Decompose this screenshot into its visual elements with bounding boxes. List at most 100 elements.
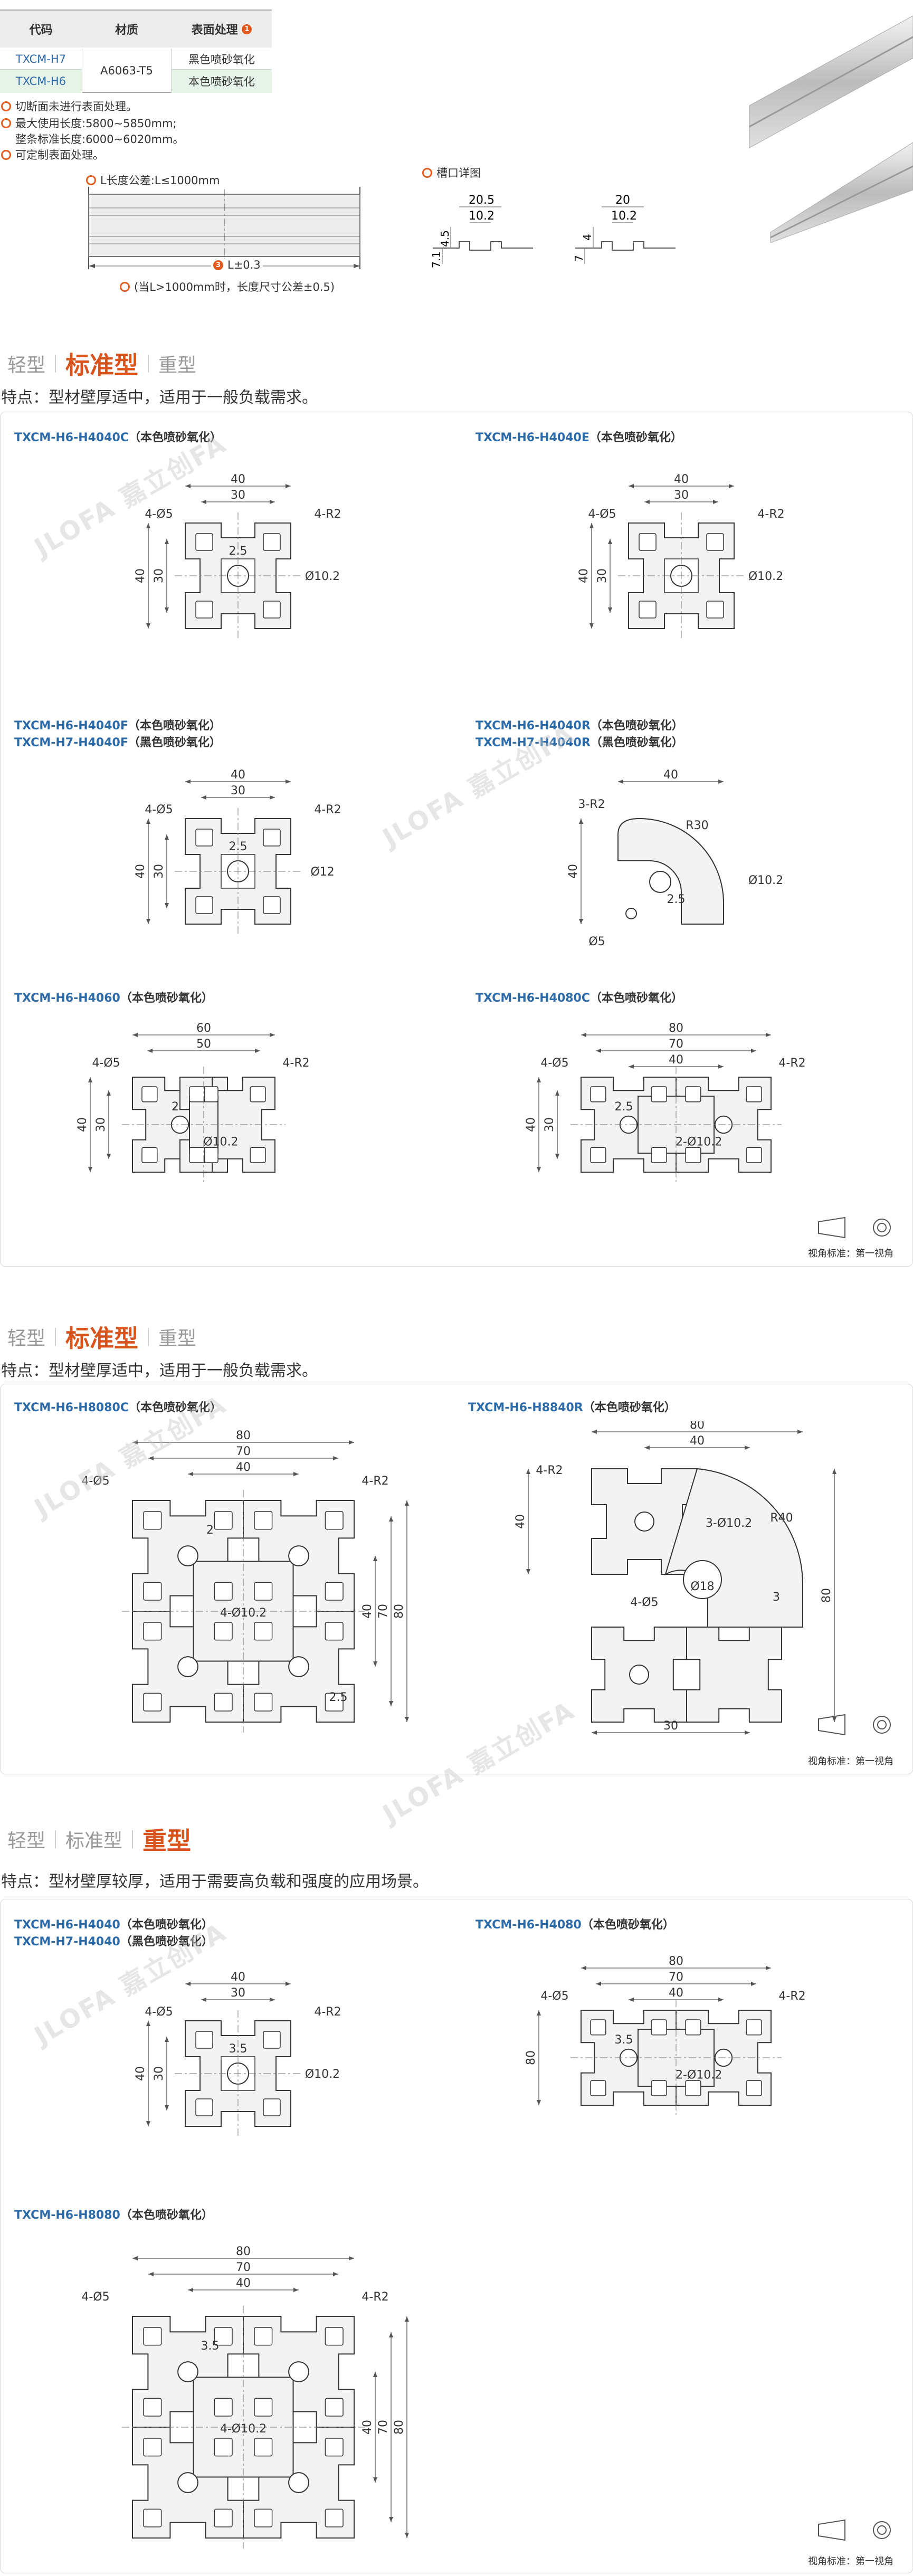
view-symbol-icon — [818, 1714, 891, 1736]
length-diagram — [88, 187, 360, 269]
tab-standard[interactable]: 标准型 — [65, 1324, 139, 1353]
center-hole — [288, 1545, 309, 1566]
arrow — [405, 1717, 409, 1722]
tab-divider — [148, 355, 149, 373]
product-code: TXCM-H7-H4040R（黑色喷砂氧化） — [475, 736, 683, 749]
view-symbol-icon — [818, 2519, 891, 2541]
product-code: TXCM-H7-H4040F（黑色喷砂氧化） — [14, 736, 221, 749]
arrow — [608, 607, 612, 613]
arrow — [286, 780, 291, 784]
corner-cavity — [143, 1622, 162, 1641]
product-code: TXCM-H7-H4040（黑色喷砂氧化） — [14, 1935, 213, 1948]
view-standard: 视角标准：第一视角 — [808, 1248, 893, 1259]
corner-cavity — [189, 1086, 205, 1102]
dimension-label: 30 — [231, 489, 245, 502]
arrow — [107, 1154, 111, 1159]
center-hole — [177, 1656, 198, 1677]
arrow — [188, 1472, 193, 1476]
dimension-label: 4-R2 — [362, 2290, 388, 2304]
arrow — [132, 1033, 138, 1037]
arrow — [589, 623, 594, 629]
arrow — [644, 500, 650, 504]
dimension-label: 40 — [669, 1053, 683, 1067]
arrow — [389, 2332, 393, 2337]
bullet-icon — [422, 167, 432, 178]
tab-light[interactable]: 轻型 — [7, 1830, 46, 1852]
tab-heavy[interactable]: 重型 — [142, 1827, 192, 1855]
dimension-label: 2.5 — [229, 545, 248, 558]
product-code: TXCM-H6-H8080C（本色喷砂氧化） — [14, 1401, 222, 1414]
dimension-label: 30 — [663, 1719, 678, 1733]
section3-panel: TXCM-H6-H4040（本色喷砂氧化） TXCM-H7-H4040（黑色喷砂… — [0, 1899, 913, 2573]
arrow — [286, 1982, 291, 1986]
corner-cavity — [195, 2098, 213, 2116]
dimension-label: 4-R2 — [314, 2005, 341, 2019]
dimension-label: 40 — [134, 568, 147, 583]
corner-cavity — [195, 2031, 213, 2049]
dimension-label: 40 — [76, 1117, 89, 1132]
dimension-label: Ø10.2 — [203, 1136, 238, 1149]
dimension-label: 3-R2 — [578, 798, 605, 811]
dimension-label: R30 — [686, 819, 708, 832]
dimension-label: 40 — [663, 768, 678, 782]
corner-cavity — [263, 601, 281, 619]
tab-heavy[interactable]: 重型 — [158, 355, 197, 376]
section2-panel: TXCM-H6-H8080C（本色喷砂氧化） TXCM-H6-H8840R（本色… — [0, 1384, 913, 1774]
corner-cavity — [325, 1622, 344, 1641]
corner-cavity — [263, 896, 281, 914]
arrow — [373, 2372, 377, 2377]
slot-b-h1: 4 — [581, 234, 594, 241]
arrow — [537, 1167, 541, 1172]
corner-cavity — [263, 829, 281, 847]
arrow — [766, 1033, 771, 1037]
card: TXCM-H6-H8840R（本色喷砂氧化） — [468, 1398, 676, 1415]
dimension-label: 4-Ø10.2 — [220, 2422, 267, 2436]
slot-a-w2: 10.2 — [469, 210, 494, 223]
dimension-label: 4-R2 — [536, 1464, 563, 1477]
center-hole — [177, 2472, 198, 2493]
tab-light[interactable]: 轻型 — [7, 355, 46, 376]
corner-cavity — [254, 1582, 273, 1601]
product-code: TXCM-H6-H4080（本色喷砂氧化） — [475, 1918, 674, 1932]
tab-standard[interactable]: 标准型 — [65, 351, 139, 379]
dimension-label: 2-Ø10.2 — [676, 2069, 722, 2082]
arrow — [718, 1998, 724, 2002]
dimension-label: 40 — [525, 1117, 538, 1132]
product-code: TXCM-H6-H4040F（本色喷砂氧化） — [14, 719, 221, 733]
dimension-label: 4-Ø5 — [145, 2005, 173, 2019]
dimension-label: 30 — [153, 2066, 166, 2081]
corner-cavity — [651, 1086, 667, 1102]
tab-standard[interactable]: 标准型 — [65, 1830, 123, 1852]
arrow — [389, 1516, 393, 1522]
dimension-label: 2.5 — [329, 1691, 348, 1704]
dimension-label: 3.5 — [615, 2033, 633, 2047]
section3-feature: 特点：型材壁厚较厚，适用于需要高负载和强度的应用场景。 — [1, 1872, 429, 1891]
corner-cavity — [143, 2438, 162, 2457]
product-code: TXCM-H6-H4080C（本色喷砂氧化） — [475, 992, 683, 1005]
dimension-label: 4-Ø5 — [92, 1057, 120, 1070]
corner-cavity — [214, 2508, 233, 2527]
dimension-label: 70 — [236, 1445, 251, 1458]
dimension-label: 70 — [236, 2261, 251, 2274]
dimension-label: 4-R2 — [778, 1057, 805, 1070]
section1-feature: 特点：型材壁厚适中，适用于一般负载需求。 — [1, 388, 318, 407]
arrow — [165, 539, 169, 544]
arrow — [537, 1077, 541, 1082]
arrow — [405, 2533, 409, 2538]
arrow — [88, 1077, 92, 1082]
slot-detail-title: 槽口详图 — [422, 165, 481, 180]
dimension-label: 30 — [231, 1986, 245, 2000]
tab-heavy[interactable]: 重型 — [158, 1328, 197, 1349]
arrow — [255, 1049, 260, 1053]
arrow — [596, 1982, 601, 1986]
arrow — [146, 523, 150, 528]
tab-light[interactable]: 轻型 — [7, 1328, 46, 1349]
corner-cavity — [263, 2031, 281, 2049]
arrow — [766, 1966, 771, 1970]
dimension-label: 30 — [153, 864, 166, 879]
arrow — [751, 1049, 756, 1053]
profile-outline — [664, 1468, 804, 1628]
